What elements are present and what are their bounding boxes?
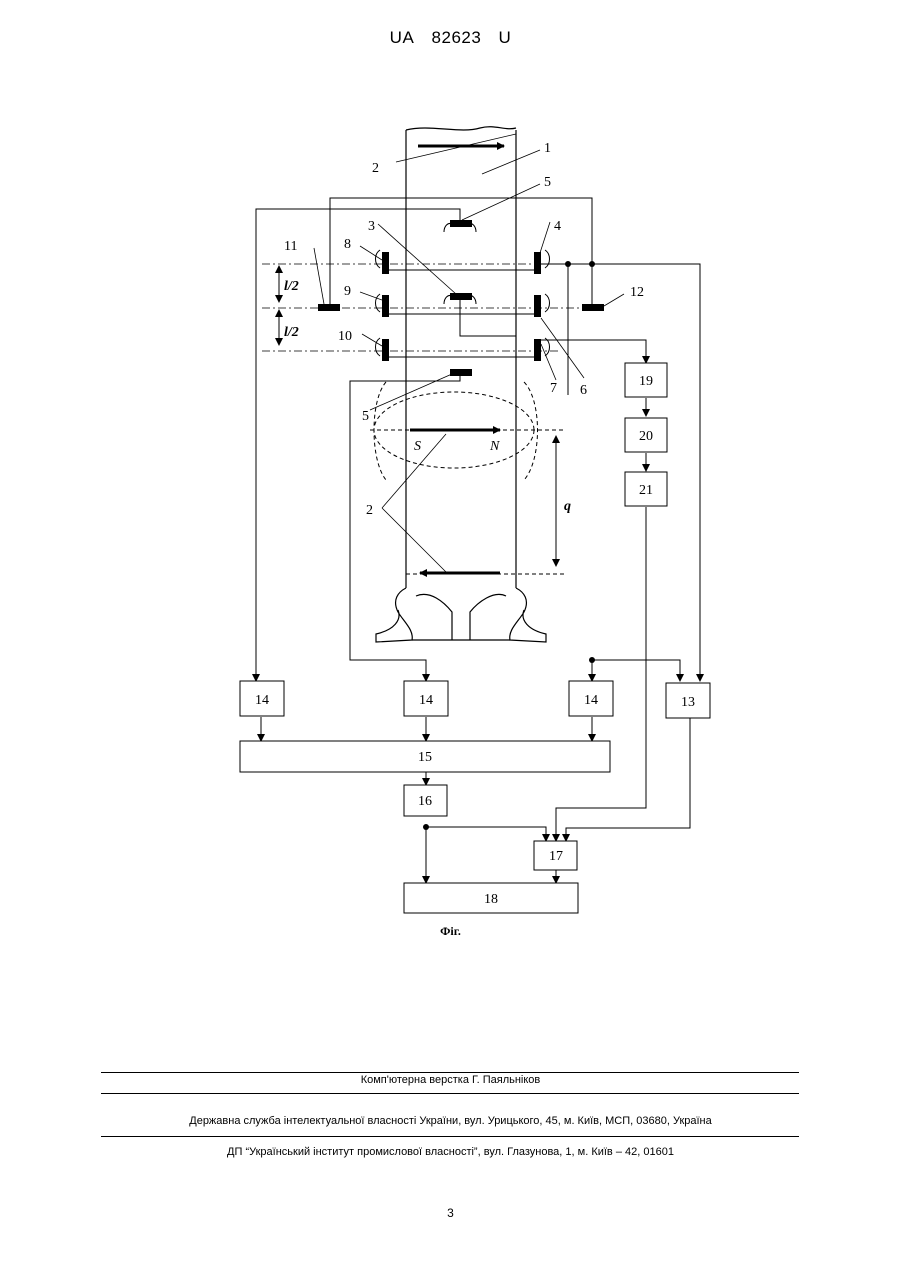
block-15: 15 <box>240 741 610 772</box>
sensor-4 <box>534 252 541 274</box>
svg-text:16: 16 <box>418 794 432 809</box>
leader-lines <box>314 134 624 572</box>
block-20: 20 <box>625 418 667 452</box>
sensor-9 <box>382 295 389 317</box>
label-12: 12 <box>630 285 644 300</box>
label-11: 11 <box>284 239 297 254</box>
block-13: 13 <box>666 683 710 718</box>
label-5-bottom: 5 <box>362 409 369 424</box>
block-21: 21 <box>625 472 667 506</box>
sensor-10 <box>382 339 389 361</box>
svg-text:21: 21 <box>639 483 653 498</box>
footer-divider-bottom <box>101 1136 799 1137</box>
block-18: 18 <box>404 883 578 913</box>
svg-text:19: 19 <box>639 374 653 389</box>
sensor-11 <box>318 304 340 311</box>
footer-layout-credit: Комп'ютерна верстка Г. Паяльніков <box>0 1074 901 1086</box>
sensor-5-bottom <box>450 369 472 376</box>
footer-office: Державна служба інтелектуальної власност… <box>0 1115 901 1127</box>
label-8: 8 <box>344 237 351 252</box>
label-10: 10 <box>338 329 352 344</box>
sensor-6 <box>534 295 541 317</box>
block-14-right: 14 <box>569 681 613 716</box>
svg-text:14: 14 <box>419 693 433 708</box>
label-1: 1 <box>544 141 551 156</box>
label-2-bottom: 2 <box>366 503 373 518</box>
label-6: 6 <box>580 383 587 398</box>
label-half-1: l/2 <box>284 279 299 294</box>
page-number: 3 <box>0 1206 901 1220</box>
label-4: 4 <box>554 219 561 234</box>
sensor-8 <box>382 252 389 274</box>
block-19: 19 <box>625 363 667 397</box>
block-17: 17 <box>534 841 577 870</box>
label-5-top: 5 <box>544 175 551 190</box>
block-16: 16 <box>404 785 447 816</box>
svg-text:18: 18 <box>484 892 498 907</box>
label-q: q <box>564 499 571 514</box>
sensor-12 <box>582 304 604 311</box>
svg-text:14: 14 <box>584 693 598 708</box>
label-N: N <box>489 439 500 454</box>
label-7: 7 <box>550 381 557 396</box>
sensor-3 <box>450 293 472 300</box>
block-14-center: 14 <box>404 681 448 716</box>
wiring <box>256 198 700 878</box>
svg-text:17: 17 <box>549 849 563 864</box>
svg-text:15: 15 <box>418 750 432 765</box>
svg-text:14: 14 <box>255 693 269 708</box>
sensors <box>318 220 604 376</box>
patent-figure: 1 2 5 3 4 8 11 9 12 10 7 6 5 2 l/2 l/2 q… <box>0 0 901 1000</box>
label-2-top: 2 <box>372 161 379 176</box>
rail-outline <box>376 127 546 642</box>
svg-text:13: 13 <box>681 695 695 710</box>
svg-text:20: 20 <box>639 429 653 444</box>
label-half-2: l/2 <box>284 325 299 340</box>
magnetization-arrows <box>410 146 504 573</box>
footer-divider-top <box>101 1072 799 1073</box>
footer-divider-middle <box>101 1093 799 1094</box>
magnetic-flux-lines <box>370 382 566 574</box>
label-9: 9 <box>344 284 351 299</box>
block-14-left: 14 <box>240 681 284 716</box>
footer-institute: ДП “Український інститут промислової вла… <box>0 1146 901 1158</box>
sensor-7 <box>534 339 541 361</box>
figure-caption: Фіг. <box>0 924 901 939</box>
processing-blocks: 14 14 14 13 15 16 17 18 <box>240 363 710 913</box>
label-S: S <box>414 439 421 454</box>
label-3: 3 <box>368 219 375 234</box>
